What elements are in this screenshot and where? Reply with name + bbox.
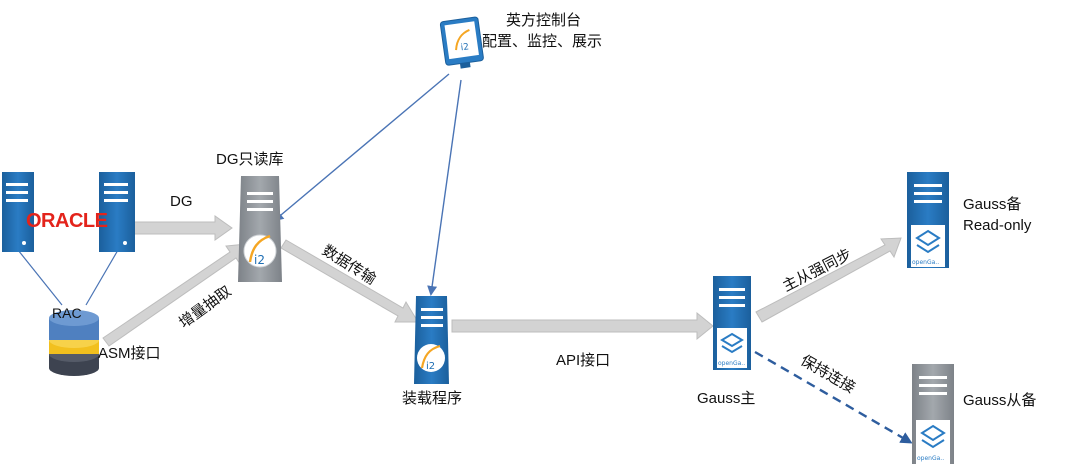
- console-monitor-icon: i2: [439, 16, 484, 69]
- console-to-dg-line: [273, 73, 450, 222]
- svg-text:openGa..: openGa..: [917, 455, 944, 462]
- svg-text:i2: i2: [254, 253, 265, 267]
- console-to-loader-line: [427, 79, 462, 296]
- gauss-cascade-label: Gauss从备: [963, 392, 1037, 409]
- api-arrow: [451, 311, 714, 341]
- loader-label: 装载程序: [402, 390, 463, 407]
- oracle-server-right: [99, 172, 135, 252]
- console-subtitle: 配置、监控、展示: [482, 33, 603, 50]
- loader-server-icon: i2: [414, 296, 449, 384]
- data-transfer-arrow: [280, 239, 419, 323]
- asm-label: ASM接口: [98, 345, 161, 362]
- api-edge-label: API接口: [556, 352, 611, 369]
- dg-readonly-label: DG只读库: [216, 151, 284, 168]
- console-title: 英方控制台: [506, 12, 582, 29]
- svg-text:openGa..: openGa..: [912, 259, 939, 266]
- rac-label: RAC: [52, 305, 82, 321]
- gauss-primary-server-icon: openGa..: [713, 276, 751, 370]
- asm-storage-icon: [49, 310, 99, 376]
- sync-arrow: [755, 237, 902, 323]
- dg-arrow: [133, 215, 233, 241]
- oracle-server-left: [2, 172, 34, 252]
- gauss-standby-sublabel: Read-only: [963, 217, 1032, 234]
- oracle-logo: ORACLE: [26, 210, 108, 232]
- svg-text:openGa..: openGa..: [718, 360, 745, 367]
- svg-text:i2: i2: [426, 361, 435, 372]
- gauss-primary-label: Gauss主: [697, 390, 756, 407]
- svg-text:i2: i2: [460, 42, 470, 53]
- dg-edge-label: DG: [170, 193, 193, 210]
- dg-server-icon: i2: [238, 176, 282, 282]
- gauss-standby-server-icon: openGa..: [907, 172, 949, 268]
- keepalive-dashed-line: [754, 350, 913, 444]
- rac-link-right: [85, 249, 119, 306]
- rac-link-left: [17, 249, 63, 306]
- gauss-standby-label: Gauss备: [963, 196, 1022, 213]
- gauss-cascade-server-icon: openGa..: [912, 364, 954, 464]
